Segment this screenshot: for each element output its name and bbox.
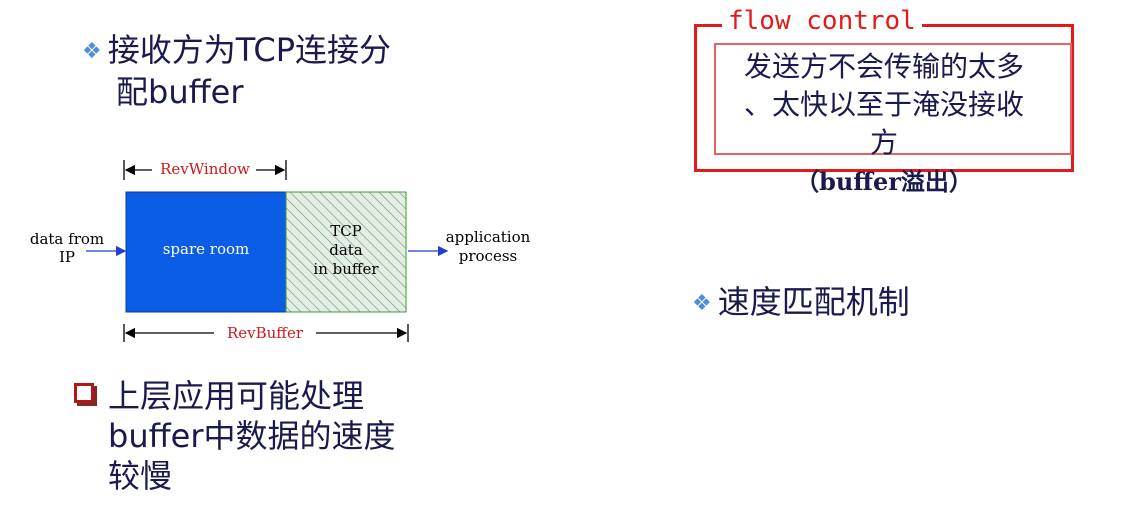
spare-room-label: spare room — [162, 240, 250, 258]
bullet-text-line: buffer中数据的速度 — [108, 417, 396, 455]
diagram-svg — [86, 160, 449, 342]
flow-control-title: flow control — [722, 6, 922, 36]
flow-control-definition: 发送方不会传输的太多 、太快以至于淹没接收 方 — [714, 48, 1054, 162]
bullet-speed-matching: ❖速度匹配机制 — [692, 282, 910, 324]
flow-control-definition-box — [714, 43, 1072, 155]
diamond-bullet-icon: ❖ — [82, 39, 102, 64]
application-line: application — [445, 228, 531, 246]
data-from-ip-label: data from IP — [22, 230, 112, 266]
buffer-diagram: RevWindow RevBuffer data from IP spare r… — [0, 150, 560, 350]
rcvwindow-label: RevWindow — [160, 160, 250, 178]
buffer-overflow-note: （buffer溢出） — [795, 167, 973, 196]
definition-line: 方 — [869, 126, 898, 159]
definition-line: 、太快以至于淹没接收 — [743, 88, 1024, 121]
ip-line: IP — [58, 248, 76, 266]
process-line: process — [458, 247, 518, 265]
data-line: data — [329, 241, 363, 259]
bullet-text-line: 速度匹配机制 — [717, 283, 910, 321]
bullet-text-line: 上层应用可能处理 — [108, 377, 365, 415]
tcp-data-block — [285, 191, 407, 313]
tcp-data-label: TCP data in buffer — [286, 222, 406, 279]
flow-control-frame — [694, 24, 1074, 172]
application-process-label: application process — [440, 228, 536, 266]
square-bullet-icon — [74, 383, 94, 403]
bullet-text-line: 较慢 — [108, 457, 173, 495]
bullet-allocate-buffer: ❖接收方为TCP连接分 配buffer — [82, 30, 391, 112]
bullet-text-line: 配buffer — [116, 73, 244, 111]
data-from-line: data from — [29, 230, 105, 248]
bullet-text-line: 接收方为TCP连接分 — [107, 31, 392, 69]
tcp-line: TCP — [330, 222, 362, 240]
in-buffer-line: in buffer — [313, 260, 379, 278]
rcvbuffer-label: RevBuffer — [226, 324, 304, 342]
spare-room-block — [125, 191, 287, 313]
definition-line: 发送方不会传输的太多 — [743, 50, 1024, 83]
bullet-slow-app: 上层应用可能处理 buffer中数据的速度 较慢 — [74, 376, 396, 496]
diamond-bullet-icon: ❖ — [692, 291, 712, 316]
